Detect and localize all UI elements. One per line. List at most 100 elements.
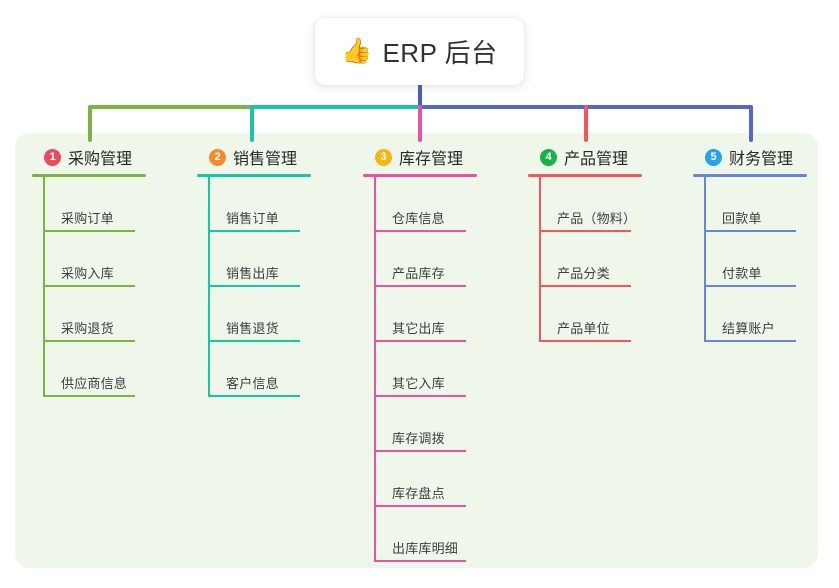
branch-item-list: 产品（物料） 产品分类产品单位 bbox=[539, 177, 642, 342]
branch-item-underline bbox=[43, 395, 135, 397]
branch-item-underline bbox=[704, 340, 796, 342]
branch-item-underline bbox=[208, 340, 300, 342]
branch-item-underline bbox=[43, 340, 135, 342]
branch-item-underline bbox=[374, 395, 466, 397]
branch-item-underline bbox=[539, 285, 631, 287]
branch-item-underline bbox=[374, 230, 466, 232]
branch-item-underline bbox=[539, 230, 631, 232]
branch-title: 产品管理 bbox=[564, 151, 629, 168]
root-node[interactable]: 👍 ERP 后台 bbox=[315, 18, 524, 85]
branch-header[interactable]: 1 采购管理 bbox=[32, 146, 146, 168]
branch-item[interactable]: 供应商信息 bbox=[43, 342, 146, 397]
branch-item[interactable]: 采购退货 bbox=[43, 287, 146, 342]
branch-item[interactable]: 结算账户 bbox=[704, 287, 807, 342]
branch-column: 3 库存管理仓库信息产品库存其它出库其它入库库存调拨库存盘点出库库明细 bbox=[363, 146, 477, 562]
branch-item[interactable]: 销售订单 bbox=[208, 177, 311, 232]
branch-index-badge: 4 bbox=[540, 148, 557, 166]
branch-item-list: 采购订单采购入库采购退货供应商信息 bbox=[43, 177, 146, 397]
branch-item-label: 产品单位 bbox=[557, 321, 610, 336]
branch-item-label: 其它入库 bbox=[392, 376, 445, 391]
branch-item[interactable]: 付款单 bbox=[704, 232, 807, 287]
branch-title: 销售管理 bbox=[233, 151, 298, 168]
branch-index-badge: 1 bbox=[44, 148, 61, 166]
branch-header[interactable]: 2 销售管理 bbox=[197, 146, 311, 168]
branch-item-label: 销售订单 bbox=[226, 211, 279, 226]
branch-item-label: 出库库明细 bbox=[392, 541, 459, 556]
branch-header[interactable]: 5 财务管理 bbox=[693, 146, 807, 168]
thumbs-up-icon: 👍 bbox=[341, 37, 373, 65]
branch-underline bbox=[197, 174, 311, 177]
branch-item-underline bbox=[374, 285, 466, 287]
branches-panel bbox=[15, 133, 818, 568]
branch-header[interactable]: 4 产品管理 bbox=[528, 146, 642, 168]
branch-item-label: 产品库存 bbox=[392, 266, 445, 281]
branch-item[interactable]: 仓库信息 bbox=[374, 177, 477, 232]
branch-underline bbox=[363, 174, 477, 177]
branch-underline bbox=[693, 174, 807, 177]
branch-item-underline bbox=[374, 450, 466, 452]
branch-item-label: 付款单 bbox=[722, 266, 762, 281]
branch-item-underline bbox=[704, 285, 796, 287]
branch-item[interactable]: 产品分类 bbox=[539, 232, 642, 287]
branch-item-label: 回款单 bbox=[722, 211, 762, 226]
branch-item[interactable]: 产品（物料） bbox=[539, 177, 642, 232]
branch-header[interactable]: 3 库存管理 bbox=[363, 146, 477, 168]
branch-item[interactable]: 产品单位 bbox=[539, 287, 642, 342]
branch-item-label: 客户信息 bbox=[226, 376, 279, 391]
branch-index-badge: 2 bbox=[209, 148, 226, 166]
branch-column: 2 销售管理销售订单销售出库销售退货客户信息 bbox=[197, 146, 311, 397]
branch-underline bbox=[528, 174, 642, 177]
branch-item[interactable]: 库存盘点 bbox=[374, 452, 477, 507]
branch-item[interactable]: 出库库明细 bbox=[374, 507, 477, 562]
branch-item[interactable]: 销售出库 bbox=[208, 232, 311, 287]
branch-column: 5 财务管理回款单付款单结算账户 bbox=[693, 146, 807, 342]
branch-item[interactable]: 销售退货 bbox=[208, 287, 311, 342]
branch-column: 4 产品管理产品（物料） 产品分类产品单位 bbox=[528, 146, 642, 342]
branch-item[interactable]: 回款单 bbox=[704, 177, 807, 232]
branch-item-label: 产品分类 bbox=[557, 266, 610, 281]
branch-item-label: 采购订单 bbox=[61, 211, 114, 226]
branch-spine bbox=[208, 177, 210, 397]
branch-item[interactable]: 库存调拨 bbox=[374, 397, 477, 452]
branch-item-list: 销售订单销售出库销售退货客户信息 bbox=[208, 177, 311, 397]
branch-column: 1 采购管理采购订单采购入库采购退货供应商信息 bbox=[32, 146, 146, 397]
root-title: ERP 后台 bbox=[382, 38, 498, 68]
branch-title: 财务管理 bbox=[729, 151, 794, 168]
branch-item-label: 销售退货 bbox=[226, 321, 279, 336]
branch-item-label: 其它出库 bbox=[392, 321, 445, 336]
branch-item-label: 产品（物料） bbox=[557, 211, 637, 226]
branch-item-underline bbox=[208, 395, 300, 397]
branch-item-underline bbox=[374, 340, 466, 342]
branch-item-underline bbox=[208, 230, 300, 232]
branch-item-list: 仓库信息产品库存其它出库其它入库库存调拨库存盘点出库库明细 bbox=[374, 177, 477, 562]
branch-underline bbox=[32, 174, 146, 177]
branch-item-label: 采购入库 bbox=[61, 266, 114, 281]
branch-item[interactable]: 其它入库 bbox=[374, 342, 477, 397]
branch-title: 库存管理 bbox=[399, 151, 464, 168]
branch-spine bbox=[704, 177, 706, 342]
branch-item[interactable]: 产品库存 bbox=[374, 232, 477, 287]
branch-item-underline bbox=[539, 340, 631, 342]
branch-item-label: 销售出库 bbox=[226, 266, 279, 281]
branch-item-label: 采购退货 bbox=[61, 321, 114, 336]
branch-title: 采购管理 bbox=[68, 151, 133, 168]
branch-index-badge: 5 bbox=[705, 148, 722, 166]
branch-item-list: 回款单付款单结算账户 bbox=[704, 177, 807, 342]
branch-item[interactable]: 其它出库 bbox=[374, 287, 477, 342]
branch-spine bbox=[43, 177, 45, 397]
branch-item-underline bbox=[208, 285, 300, 287]
branch-item-underline bbox=[43, 230, 135, 232]
branch-item-label: 结算账户 bbox=[722, 321, 775, 336]
branch-item[interactable]: 客户信息 bbox=[208, 342, 311, 397]
branch-item[interactable]: 采购入库 bbox=[43, 232, 146, 287]
branch-item-underline bbox=[704, 230, 796, 232]
branch-item-label: 仓库信息 bbox=[392, 211, 445, 226]
branch-index-badge: 3 bbox=[375, 148, 392, 166]
branch-spine bbox=[539, 177, 541, 342]
branch-item-underline bbox=[43, 285, 135, 287]
branch-item-label: 供应商信息 bbox=[61, 376, 128, 391]
branch-item[interactable]: 采购订单 bbox=[43, 177, 146, 232]
branch-item-label: 库存盘点 bbox=[392, 486, 445, 501]
branch-item-label: 库存调拨 bbox=[392, 431, 445, 446]
